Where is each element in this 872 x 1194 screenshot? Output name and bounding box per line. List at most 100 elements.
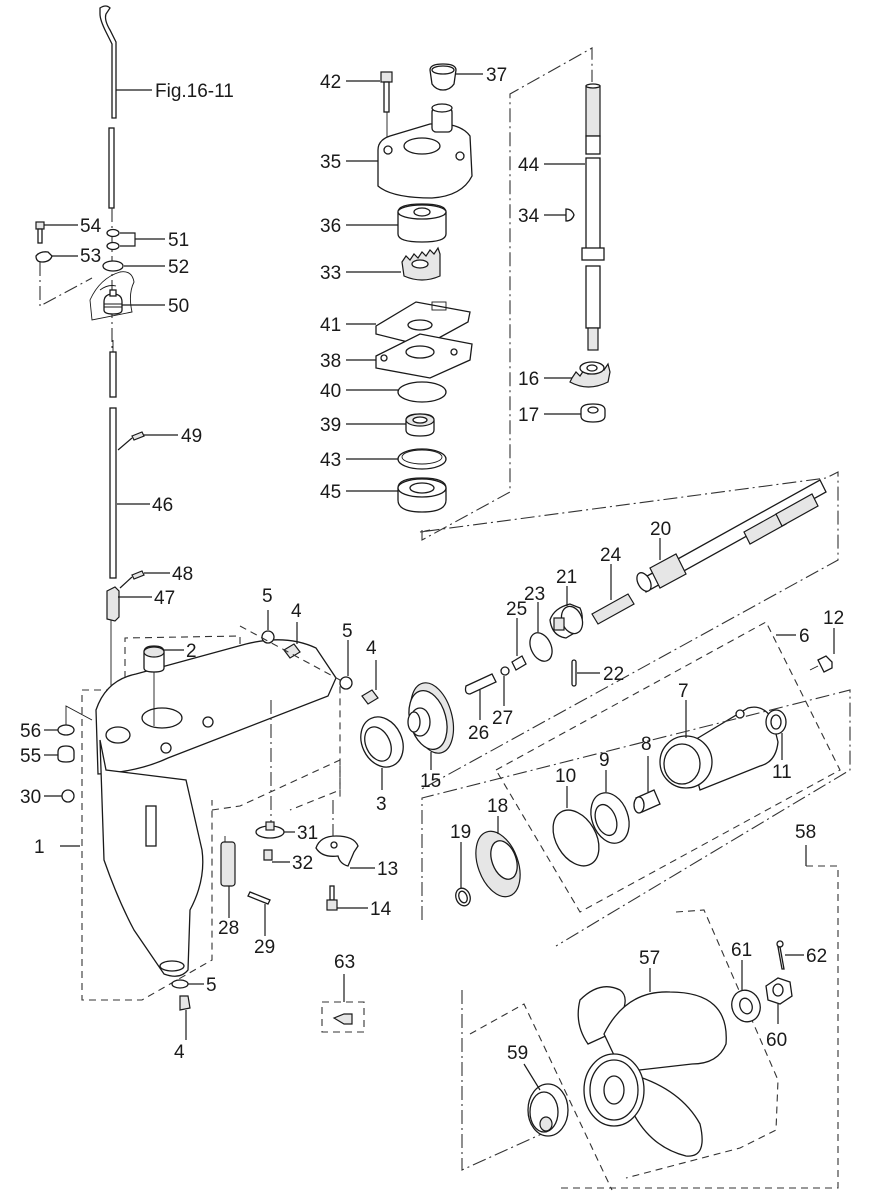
washer-5-upper [261, 630, 275, 644]
callout-5-mid: 5 [342, 621, 353, 642]
ball-27 [500, 666, 510, 676]
clutch-21 [549, 603, 584, 639]
screw-29 [247, 891, 271, 905]
callout-4-lower: 4 [174, 1042, 185, 1063]
callout-35: 35 [320, 152, 341, 173]
callout-52: 52 [168, 257, 189, 278]
joint-47 [106, 586, 120, 622]
shift-rod-46 [109, 340, 117, 579]
outer-plate-38 [375, 333, 473, 379]
o-ring-52 [102, 260, 124, 272]
oil-seal-11 [765, 709, 787, 735]
callout-13: 13 [377, 859, 398, 880]
callout-55: 55 [20, 746, 41, 767]
anode-plate-31 [255, 821, 285, 839]
reference-label: Fig.16-11 [155, 81, 234, 102]
callout-46: 46 [152, 495, 173, 516]
callout-43: 43 [320, 450, 341, 471]
callout-26: 26 [468, 723, 489, 744]
callout-2: 2 [186, 641, 197, 662]
callout-15: 15 [420, 771, 441, 792]
water-strainer-28 [220, 836, 236, 887]
callout-28: 28 [218, 918, 239, 939]
spring-24 [591, 593, 635, 625]
bearing-45 [397, 477, 447, 513]
pin-22 [571, 659, 577, 687]
callout-11: 11 [772, 762, 792, 783]
callout-4-mid: 4 [366, 638, 377, 659]
propeller-shaft-20 [636, 479, 827, 593]
washer-61 [731, 989, 761, 1023]
screw-4-mid [361, 689, 379, 705]
washer-5-mid [339, 676, 353, 690]
callout-14: 14 [370, 899, 392, 920]
callout-25: 25 [506, 599, 527, 620]
needle-bearing-8 [633, 789, 661, 814]
gearcase-group-outline [81, 635, 241, 1001]
callout-32: 32 [292, 853, 313, 874]
o-ring-40 [397, 381, 447, 403]
slider-25 [511, 655, 527, 671]
fitting-63 [332, 1013, 353, 1025]
pump-housing-35 [377, 103, 473, 199]
shift-rod-upper [99, 5, 117, 360]
callout-53: 53 [80, 246, 101, 267]
nut-30 [61, 789, 75, 803]
callout-27: 27 [492, 708, 513, 729]
grommet-37 [429, 63, 457, 91]
callout-57: 57 [639, 948, 660, 969]
oil-seal-39 [405, 413, 435, 437]
callout-48: 48 [172, 564, 193, 585]
pin-49 [131, 431, 145, 441]
callout-1: 1 [34, 837, 45, 858]
callout-8: 8 [641, 734, 652, 755]
callout-42: 42 [320, 72, 341, 93]
ball-bearing-9 [590, 792, 630, 844]
callout-30: 30 [20, 787, 41, 808]
callout-60: 60 [766, 1030, 787, 1051]
callout-38: 38 [320, 351, 341, 372]
callout-34: 34 [518, 206, 540, 227]
callout-17: 17 [518, 405, 539, 426]
screw-4-upper [283, 643, 301, 659]
callout-20: 20 [650, 519, 671, 540]
callout-50: 50 [168, 296, 189, 317]
washer-56 [57, 724, 75, 736]
propeller-group-outline [558, 865, 839, 1189]
callout-62: 62 [806, 946, 827, 967]
callout-12: 12 [823, 608, 844, 629]
bolt-54 [35, 221, 45, 244]
screw-4-lower [179, 995, 191, 1011]
lower-case-cap-7 [659, 706, 779, 791]
insert-cartridge-36 [397, 203, 447, 243]
callout-18: 18 [487, 796, 508, 817]
clip-23 [529, 632, 553, 662]
callout-22: 22 [603, 664, 624, 685]
callout-6: 6 [799, 626, 810, 647]
callout-61: 61 [731, 940, 752, 961]
reverse-gear-18 [475, 830, 521, 898]
screw-32 [263, 849, 273, 861]
callout-24: 24 [600, 545, 622, 566]
plunger-26 [464, 673, 497, 695]
o-ring-43 [397, 448, 447, 470]
callout-5-lower: 5 [206, 975, 217, 996]
drive-shaft-44 [581, 83, 605, 351]
shim-19 [455, 887, 471, 907]
nut-17 [580, 403, 606, 423]
callout-23: 23 [524, 584, 545, 605]
trim-tab-13 [315, 835, 359, 867]
callout-54: 54 [80, 216, 102, 237]
pin-48 [131, 570, 145, 580]
gearcase-1 [95, 639, 337, 977]
callout-16: 16 [518, 369, 539, 390]
callout-59: 59 [507, 1043, 528, 1064]
callout-44: 44 [518, 155, 540, 176]
callout-3: 3 [376, 794, 387, 815]
callout-21: 21 [556, 567, 577, 588]
callout-41: 41 [320, 315, 341, 336]
callout-19: 19 [450, 822, 471, 843]
callout-36: 36 [320, 216, 341, 237]
pinion-16 [569, 361, 611, 388]
